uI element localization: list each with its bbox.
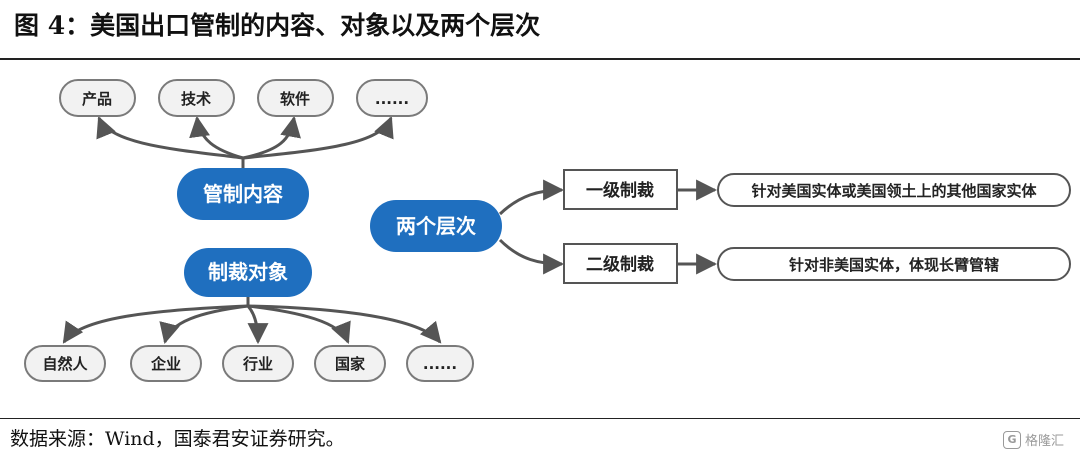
arrow-to-level-2 (498, 238, 565, 275)
source-note: 数据来源：Wind，国泰君安证券研究。 (10, 428, 345, 450)
level-1-label: 一级制裁 (586, 180, 654, 201)
target-connectors (62, 297, 442, 345)
bottom-rule (0, 418, 1080, 419)
levels-hub: 两个层次 (370, 200, 502, 252)
targets-hub-label: 制裁对象 (208, 260, 288, 284)
target-item-country: 国家 (314, 345, 386, 382)
level-1-description: 针对美国实体或美国领土上的其他国家实体 (717, 173, 1071, 207)
content-hub-label: 管制内容 (203, 182, 283, 206)
level-1: 一级制裁 (563, 169, 678, 210)
content-item-software: 软件 (257, 79, 334, 117)
content-item-more: ...... (356, 79, 428, 117)
arrow-to-content-more (242, 116, 394, 160)
level-2-desc-text: 针对非美国实体，体现长臂管辖 (789, 256, 999, 274)
watermark-logo-icon: G (1002, 430, 1021, 449)
target-item-label: 自然人 (42, 355, 88, 373)
arrow-to-enterprise (159, 304, 249, 345)
target-item-label: ...... (423, 355, 457, 373)
content-item-label: 技术 (181, 90, 211, 108)
level-2-description: 针对非美国实体，体现长臂管辖 (717, 247, 1071, 281)
content-connectors (96, 115, 394, 168)
level-2-label: 二级制裁 (586, 254, 654, 275)
arrow-to-country (247, 304, 351, 344)
arrow-to-target-more (247, 304, 442, 344)
content-hub: 管制内容 (177, 168, 309, 220)
watermark-text: 格隆汇 (1024, 434, 1064, 449)
arrow-to-person (62, 304, 249, 344)
arrow-to-level-1 (498, 179, 565, 216)
arrow-to-technology (189, 115, 244, 160)
target-item-more: ...... (406, 345, 474, 382)
level-1-desc-text: 针对美国实体或美国领土上的其他国家实体 (751, 182, 1037, 200)
content-item-label: 软件 (280, 90, 310, 108)
level-connectors (498, 179, 718, 275)
content-items: 产品 技术 软件 ...... (59, 79, 428, 117)
content-item-label: 产品 (82, 90, 112, 108)
target-item-label: 行业 (242, 355, 273, 373)
figure-title: 图 4：美国出口管制的内容、对象以及两个层次 (14, 11, 541, 40)
arrow-to-industry (246, 305, 269, 345)
target-items: 自然人 企业 行业 国家 ...... (24, 345, 474, 382)
target-item-label: 国家 (335, 355, 365, 373)
target-item-label: 企业 (150, 355, 181, 373)
arrow-to-product (96, 116, 244, 160)
levels-hub-label: 两个层次 (396, 214, 476, 238)
top-rule (0, 58, 1080, 60)
content-item-product: 产品 (59, 79, 136, 117)
level-2: 二级制裁 (563, 243, 678, 284)
content-item-technology: 技术 (158, 79, 235, 117)
target-item-person: 自然人 (24, 345, 106, 382)
watermark: G 格隆汇 (1002, 430, 1064, 449)
content-item-label: ...... (375, 90, 409, 108)
target-item-enterprise: 企业 (130, 345, 202, 382)
target-item-industry: 行业 (222, 345, 294, 382)
targets-hub: 制裁对象 (184, 248, 312, 297)
